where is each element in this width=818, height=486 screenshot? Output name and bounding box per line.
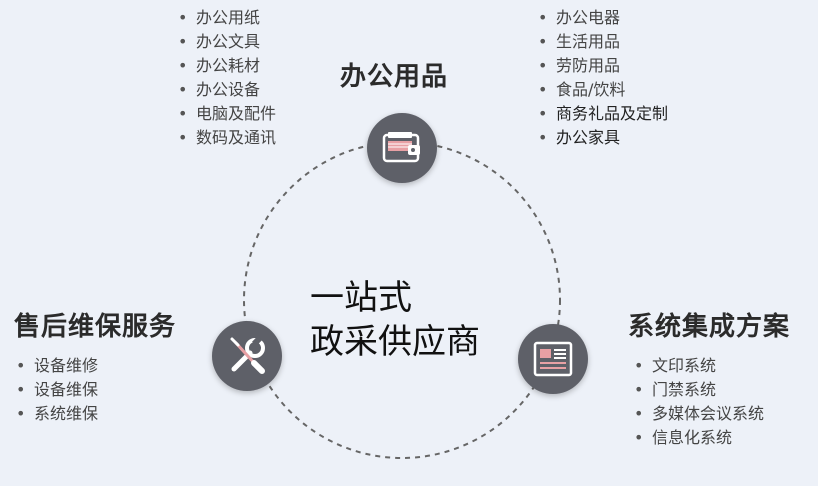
office-supplies-right-list: 办公电器 生活用品 劳防用品 食品/饮料 商务礼品及定制 办公家具	[536, 6, 668, 150]
list-item: 劳防用品	[536, 54, 668, 78]
system-integration-node	[518, 324, 588, 394]
list-item: 商务礼品及定制	[536, 102, 668, 126]
document-icon	[533, 341, 573, 377]
list-item: 办公用纸	[176, 6, 276, 30]
after-sales-node	[212, 321, 282, 391]
list-item: 数码及通讯	[176, 126, 276, 150]
list-item: 设备维修	[14, 354, 98, 378]
list-item: 办公耗材	[176, 54, 276, 78]
system-integration-list: 文印系统 门禁系统 多媒体会议系统 信息化系统	[632, 354, 764, 450]
list-item: 多媒体会议系统	[632, 402, 764, 426]
office-supplies-node	[367, 113, 437, 183]
after-sales-list: 设备维修 设备维保 系统维保	[14, 354, 98, 426]
list-item: 生活用品	[536, 30, 668, 54]
list-item: 信息化系统	[632, 426, 764, 450]
list-item: 办公家具	[536, 126, 668, 150]
list-item: 食品/饮料	[536, 78, 668, 102]
system-integration-title: 系统集成方案	[628, 312, 791, 342]
list-item: 系统维保	[14, 402, 98, 426]
tools-icon	[230, 336, 265, 374]
list-item: 文印系统	[632, 354, 764, 378]
list-item: 办公电器	[536, 6, 668, 30]
center-title-line1: 一站式	[310, 278, 412, 318]
office-supplies-title: 办公用品	[340, 62, 449, 92]
center-title-line2: 政采供应商	[310, 322, 480, 362]
list-item: 设备维保	[14, 378, 98, 402]
wallet-icon	[382, 132, 420, 163]
list-item: 办公文具	[176, 30, 276, 54]
list-item: 电脑及配件	[176, 102, 276, 126]
list-item: 办公设备	[176, 78, 276, 102]
after-sales-title: 售后维保服务	[14, 312, 177, 342]
office-supplies-left-list: 办公用纸 办公文具 办公耗材 办公设备 电脑及配件 数码及通讯	[176, 6, 276, 150]
list-item: 门禁系统	[632, 378, 764, 402]
